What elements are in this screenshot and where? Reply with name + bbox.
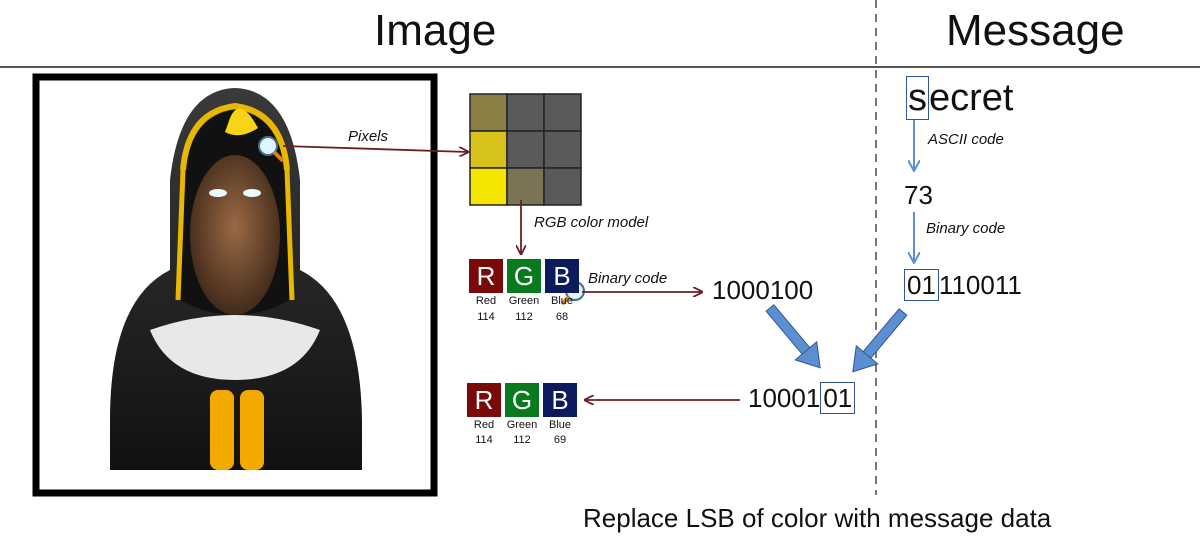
new-rgb-red-value: 114: [475, 434, 493, 446]
ascii-value: 73: [904, 180, 933, 210]
label-binary-code: Binary code: [588, 270, 668, 287]
result-binary-prefix: 10001: [748, 383, 821, 413]
new-rgb-red-name: Red: [473, 419, 495, 431]
new-rgb-blue-box: B: [543, 383, 577, 417]
rgb-green-name: Green: [508, 295, 540, 307]
new-rgb-red-box: R: [467, 383, 501, 417]
rgb-red-name: Red: [475, 295, 497, 307]
rgb-blue-value: 68: [555, 311, 569, 323]
label-binary-code-message: Binary code: [926, 220, 1006, 237]
label-ascii-code: ASCII code: [928, 131, 1004, 148]
big-arrow-left: [765, 304, 821, 369]
big-arrow-right: [852, 308, 908, 373]
new-rgb-green-name: Green: [506, 419, 538, 431]
pixel-grid: [469, 93, 582, 206]
new-rgb-green-box: G: [505, 383, 539, 417]
hooded-figure-illustration: [110, 88, 362, 470]
color-binary: 1000100: [712, 275, 814, 305]
label-rgb-model: RGB color model: [534, 214, 649, 231]
rgb-green-box: G: [507, 259, 541, 293]
new-rgb-green-value: 112: [513, 434, 531, 446]
rgb-red-box: R: [469, 259, 503, 293]
message-word-rest: ecret: [929, 77, 1014, 119]
rgb-red-value: 114: [477, 311, 495, 323]
result-binary-replaced-bits: 01: [820, 382, 856, 414]
message-binary-rest: 110011: [938, 270, 1022, 300]
rgb-blue-name: Blue: [550, 295, 574, 307]
header-message: Message: [946, 6, 1125, 55]
footer-caption: Replace LSB of color with message data: [583, 503, 1052, 533]
new-rgb-blue-name: Blue: [548, 419, 572, 431]
new-rgb-blue-value: 69: [553, 434, 567, 446]
message-first-letter: s: [906, 76, 929, 120]
rgb-blue-box: B: [545, 259, 579, 293]
magnifier-icon: [258, 136, 285, 163]
message-binary-first-bits: 01: [904, 269, 939, 301]
rgb-green-value: 112: [515, 311, 533, 323]
message-word: secret: [906, 76, 1014, 120]
arrow-pixels: [282, 145, 468, 152]
label-pixels: Pixels: [348, 128, 389, 145]
header-image: Image: [374, 6, 497, 55]
